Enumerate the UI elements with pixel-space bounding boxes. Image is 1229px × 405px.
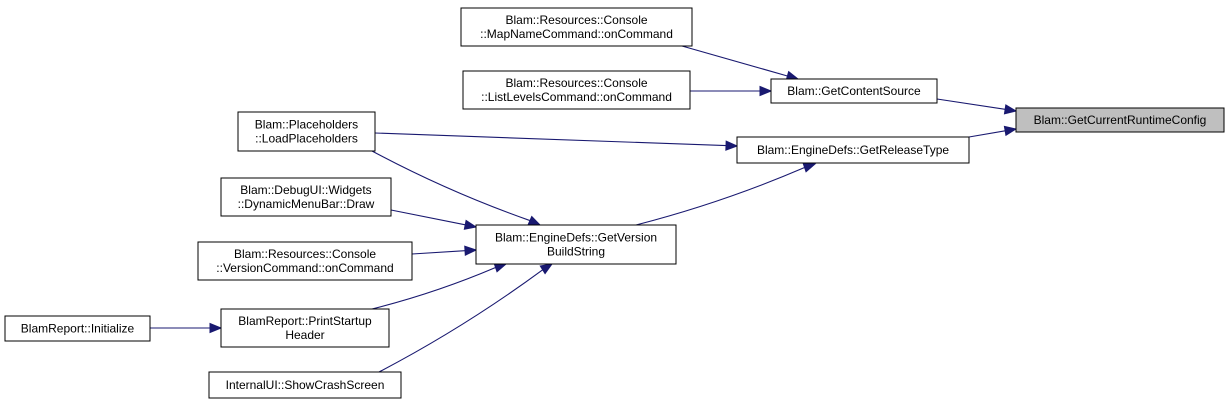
edge-listlevelscommand-to-getcontentsource	[690, 85, 773, 97]
node-loadplaceholders[interactable]: Blam::Placeholders::LoadPlaceholders	[237, 111, 376, 152]
arrowhead	[802, 162, 817, 173]
edge-loadplaceholders-to-getreleasetype	[374, 132, 739, 151]
edge-getversionbuildstring-to-getreleasetype	[635, 162, 817, 226]
edge-line	[968, 130, 1006, 138]
node-label: Blam::Placeholders	[255, 118, 358, 132]
node-listlevelscommand[interactable]: Blam::Resources::Console::ListLevelsComm…	[462, 70, 691, 110]
node-label: InternalUI::ShowCrashScreen	[226, 378, 385, 392]
arrowhead	[527, 215, 542, 226]
edge-getcontentsource-to-root	[936, 98, 1018, 115]
edge-initialize-to-printstartupheader	[150, 322, 223, 334]
node-box	[736, 136, 970, 164]
edge-line	[936, 98, 1006, 110]
node-label: Blam::EngineDefs::GetReleaseType	[757, 143, 949, 157]
arrowhead	[464, 245, 478, 256]
node-root[interactable]: Blam::GetCurrentRuntimeConfig	[1015, 107, 1225, 133]
arrowhead	[1003, 125, 1018, 137]
node-box	[208, 371, 402, 399]
node-label: Blam::DebugUI::Widgets	[240, 183, 371, 197]
edge-line	[378, 269, 543, 373]
node-label: ::DynamicMenuBar::Draw	[238, 197, 375, 211]
node-label: Blam::Resources::Console	[505, 13, 647, 27]
node-label: Blam::Resources::Console	[505, 76, 647, 90]
node-layer: Blam::GetCurrentRuntimeConfig Blam::GetCo…	[4, 7, 1225, 399]
arrowhead	[725, 140, 739, 151]
node-label: Blam::EngineDefs::GetVersion	[495, 231, 657, 245]
node-label: BlamReport::Initialize	[21, 322, 135, 336]
node-label: Header	[285, 328, 324, 342]
node-label: BuildString	[547, 245, 605, 259]
edge-showcrashscreen-to-getversionbuildstring	[378, 263, 554, 373]
node-getcontentsource[interactable]: Blam::GetContentSource	[770, 78, 938, 104]
node-label: ::ListLevelsCommand::onCommand	[481, 90, 672, 104]
node-initialize[interactable]: BlamReport::Initialize	[4, 315, 151, 342]
edge-dynamicmenubar-to-getversionbuildstring	[390, 209, 478, 230]
arrowhead	[1003, 104, 1018, 115]
node-box	[237, 111, 376, 152]
node-box	[220, 177, 392, 217]
node-box	[4, 315, 151, 342]
node-box	[1015, 107, 1225, 133]
edge-loadplaceholders-to-getversionbuildstring	[371, 150, 542, 226]
arrowhead	[539, 263, 554, 275]
arrowhead	[493, 262, 508, 273]
edge-line	[374, 132, 727, 147]
node-box	[197, 241, 413, 281]
node-label: BlamReport::PrintStartup	[238, 314, 372, 328]
node-mapnamecommand[interactable]: Blam::Resources::Console::MapNameCommand…	[460, 7, 693, 47]
edge-getreleasetype-to-root	[968, 125, 1018, 138]
edge-line	[371, 150, 531, 222]
node-box	[462, 70, 691, 110]
node-box	[475, 224, 677, 265]
arrowhead	[759, 85, 773, 97]
node-label: ::VersionCommand::onCommand	[216, 261, 393, 275]
node-box	[770, 78, 938, 104]
node-label: Blam::GetCurrentRuntimeConfig	[1034, 113, 1207, 127]
edge-line	[681, 45, 788, 77]
arrowhead	[209, 322, 223, 334]
node-label: ::MapNameCommand::onCommand	[480, 27, 673, 41]
node-dynamicmenubar[interactable]: Blam::DebugUI::Widgets::DynamicMenuBar::…	[220, 177, 392, 217]
edge-line	[371, 266, 496, 310]
node-label: ::LoadPlaceholders	[255, 132, 358, 146]
node-box	[460, 7, 693, 47]
edge-layer	[150, 45, 1018, 373]
edge-versioncommand-to-getversionbuildstring	[411, 245, 478, 256]
edge-line	[390, 209, 466, 226]
node-showcrashscreen[interactable]: InternalUI::ShowCrashScreen	[208, 371, 402, 399]
edge-line	[635, 167, 805, 226]
node-getreleasetype[interactable]: Blam::EngineDefs::GetReleaseType	[736, 136, 970, 164]
node-label: Blam::GetContentSource	[787, 84, 921, 98]
arrowhead	[463, 219, 478, 230]
node-label: Blam::Resources::Console	[234, 247, 376, 261]
edge-line	[411, 250, 466, 255]
node-versioncommand[interactable]: Blam::Resources::Console::VersionCommand…	[197, 241, 413, 281]
edge-mapnamecommand-to-getcontentsource	[681, 45, 800, 81]
node-box	[220, 308, 390, 348]
